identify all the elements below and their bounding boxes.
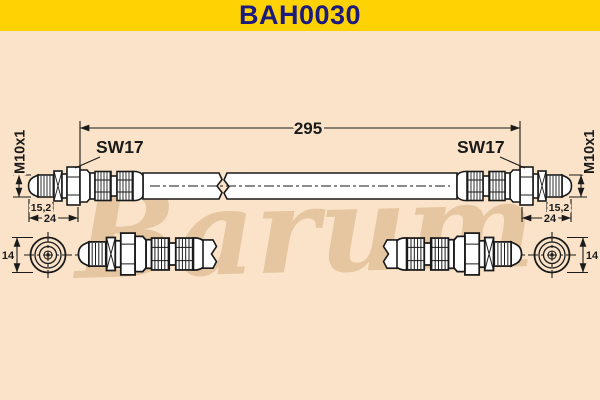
overall-length-label: 295 — [294, 119, 322, 138]
overall-length-dimension: 295 — [79, 117, 521, 170]
wrench-size-label-left: SW17 — [96, 137, 144, 157]
part-number-title: BAH0030 — [238, 0, 362, 30]
end-diameter-label-left: 14 — [2, 250, 15, 262]
right-fitting — [456, 166, 573, 206]
seat-length-label-right: 15,2 — [549, 202, 570, 214]
wrench-size-label-right: SW17 — [457, 137, 505, 157]
left-fitting — [27, 166, 144, 206]
seat-length-label-left: 15,2 — [31, 202, 52, 214]
fitting-length-label-right: 24 — [544, 213, 557, 225]
thread-label-right: M10x1 — [582, 130, 598, 174]
end-diameter-label-right: 14 — [586, 250, 599, 262]
thread-label-left: M10x1 — [13, 130, 29, 174]
fitting-length-label-left: 24 — [44, 213, 57, 225]
technical-drawing: Barum 295 SW17 SW17 M10x1 M10x1 15,2 — [0, 117, 600, 306]
title-bar: BAH0030 — [0, 0, 600, 31]
hose-assembly — [27, 166, 573, 206]
